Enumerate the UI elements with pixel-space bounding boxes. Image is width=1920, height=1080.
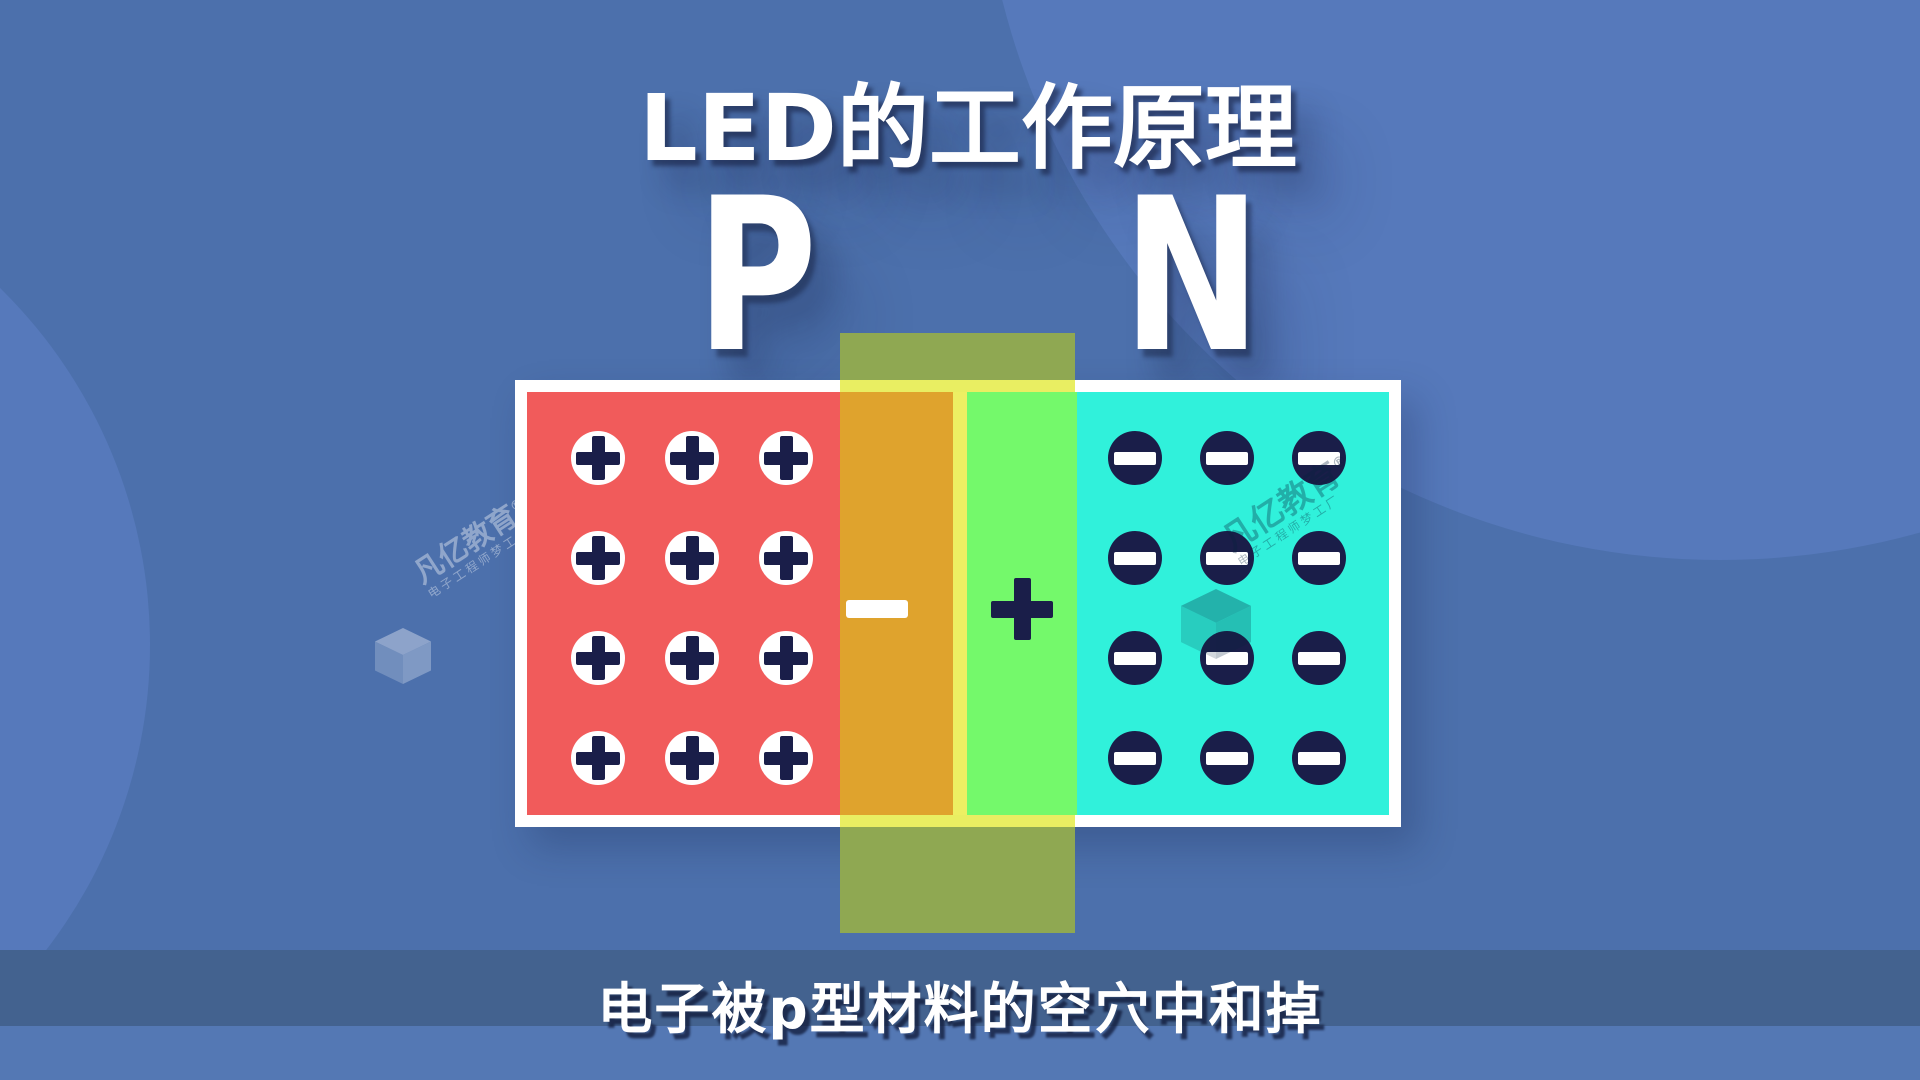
hole-icon [665,731,719,785]
holes-grid [527,392,840,815]
depletion-overlay-top [840,333,1075,380]
background-circle-bottom-left [0,145,150,1080]
depletion-minus-symbol [846,600,908,618]
page-title: LED的工作原理 [639,75,1297,182]
electrons-grid [1077,392,1389,815]
hole-icon [665,431,719,485]
junction-line [953,392,967,815]
depletion-overlay-top-border [840,380,1075,392]
electron-icon [1108,731,1162,785]
hole-icon [665,531,719,585]
n-region-label: N [1122,152,1262,399]
electron-icon [1108,531,1162,585]
electron-icon [1292,631,1346,685]
hole-icon [571,731,625,785]
depletion-plus-symbol [991,578,1053,640]
depletion-overlay-bottom-border [840,815,1075,827]
brand-logo-icon [375,628,431,684]
hole-icon [759,531,813,585]
depletion-overlay-bottom [840,827,1075,933]
hole-icon [571,631,625,685]
hole-icon [571,531,625,585]
electron-icon [1200,731,1254,785]
electron-icon [1292,431,1346,485]
electron-icon [1200,431,1254,485]
hole-icon [759,631,813,685]
caption-bar [0,950,1920,1026]
hole-icon [571,431,625,485]
electron-icon [1200,631,1254,685]
p-region-label: P [696,152,818,399]
bottom-strip [0,1026,1920,1080]
electron-icon [1292,531,1346,585]
hole-icon [665,631,719,685]
electron-icon [1108,631,1162,685]
electron-icon [1292,731,1346,785]
hole-icon [759,731,813,785]
electron-icon [1200,531,1254,585]
hole-icon [759,431,813,485]
electron-icon [1108,431,1162,485]
caption-text: 电子被p型材料的空穴中和掉 [597,977,1323,1041]
